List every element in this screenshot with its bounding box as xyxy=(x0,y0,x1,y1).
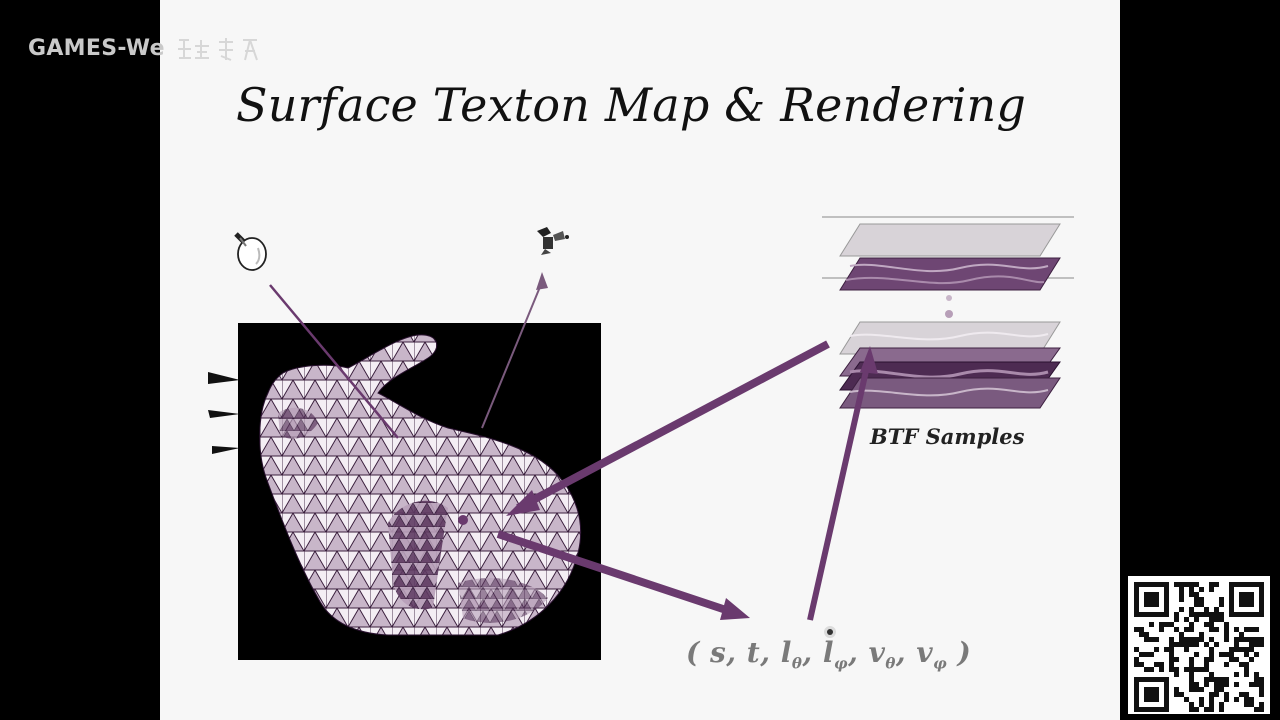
slide-diagram xyxy=(208,216,1074,638)
formula-v-theta: vθ xyxy=(868,636,896,673)
formula-l-theta: lθ xyxy=(780,636,803,673)
presentation-slide: Surface Texton Map & Rendering xyxy=(160,0,1120,720)
bunny-render-image xyxy=(238,323,601,660)
formula-close-paren: ) xyxy=(957,636,972,669)
watermark-logo-glyphs xyxy=(175,36,265,62)
watermark-text: GAMES-We xyxy=(28,36,165,61)
camera-icon xyxy=(537,227,569,255)
formula-s: s xyxy=(710,636,727,669)
light-bulb-icon xyxy=(234,232,267,271)
btf-samples-stack xyxy=(822,216,1074,409)
formula-l-phi: lφ xyxy=(822,636,849,673)
slide-title: Surface Texton Map & Rendering xyxy=(236,78,1026,132)
btf-coordinates-formula: ( s, t, lθ, lφ, vθ, vφ ) xyxy=(686,636,972,673)
formula-open-paren: ( xyxy=(686,636,700,669)
bunny-mesh xyxy=(259,334,582,636)
formula-t: t xyxy=(746,636,761,669)
games-watermark: GAMES-We xyxy=(28,36,265,62)
qr-code-icon[interactable] xyxy=(1128,576,1270,714)
surface-point xyxy=(458,515,468,525)
formula-v-phi: vφ xyxy=(916,636,948,673)
btf-samples-label: BTF Samples xyxy=(870,424,1025,449)
